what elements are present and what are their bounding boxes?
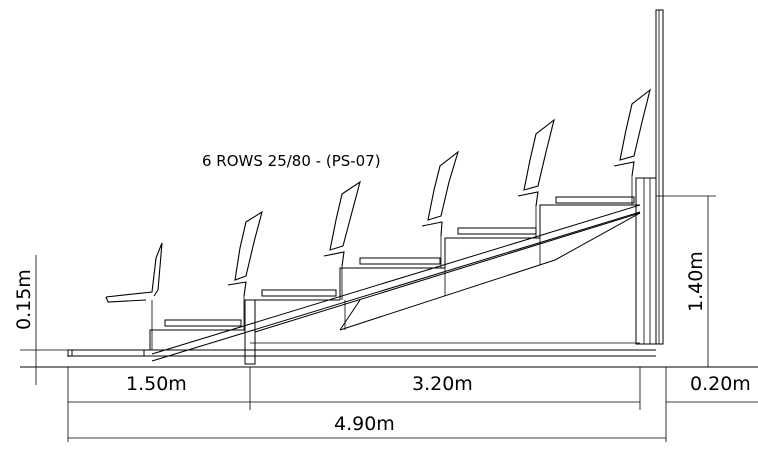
diagonal-truss (151, 204, 641, 362)
seat-row-1 (105, 242, 163, 350)
drawing-title: 6 ROWS 25/80 - (PS-07) (202, 152, 381, 170)
seat-row-5 (517, 118, 555, 238)
dimension-lines (20, 195, 758, 442)
dim-front-length: 1.50m (126, 373, 187, 395)
dim-total-length: 4.90m (334, 413, 395, 435)
base-beam (68, 342, 656, 357)
dim-step-height: 0.15m (13, 269, 35, 330)
platforms (71, 196, 635, 357)
seat-row-4 (421, 150, 460, 268)
dim-end-length: 0.20m (690, 373, 751, 395)
seat-row-6 (613, 88, 651, 205)
dim-rear-length: 3.20m (412, 373, 473, 395)
seat-row-3 (323, 180, 361, 300)
dim-back-height: 1.40m (685, 251, 707, 312)
seat-row-2 (227, 210, 263, 330)
rear-guard-rail (655, 9, 664, 345)
rear-column (635, 177, 657, 345)
